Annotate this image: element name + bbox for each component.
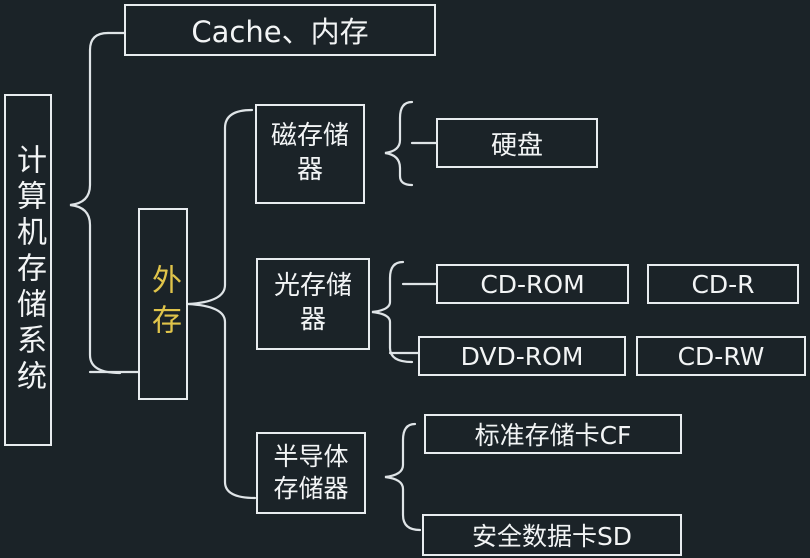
- dvdrom-label: DVD-ROM: [460, 341, 584, 371]
- cf-card-node: 标准存储卡CF: [424, 414, 682, 454]
- optical-brace: [371, 260, 414, 364]
- magnetic-storage-label: 磁存储器: [270, 121, 349, 185]
- cdrw-label: CD-RW: [677, 341, 765, 371]
- optical-storage-label: 光存储器: [273, 271, 352, 335]
- external-storage-label: 外存: [146, 264, 181, 344]
- sd-card-node: 安全数据卡SD: [422, 514, 682, 556]
- semiconductor-storage-label: 半导体存储器: [273, 441, 349, 504]
- dvdrom-node: DVD-ROM: [418, 336, 626, 376]
- cdrom-node: CD-ROM: [436, 264, 629, 304]
- cdr-node: CD-R: [647, 264, 799, 304]
- root-brace: [69, 31, 122, 375]
- magnetic-brace: [384, 100, 414, 187]
- cdrom-label: CD-ROM: [480, 269, 585, 299]
- internal-storage-label: Cache、内存: [191, 15, 369, 49]
- semiconductor-storage-node: 半导体存储器: [256, 432, 366, 514]
- external-storage-node: 外存: [138, 208, 188, 400]
- cdrw-node: CD-RW: [636, 336, 806, 376]
- root-label: 计算机存储系统: [11, 144, 46, 396]
- semi-brace: [384, 422, 422, 532]
- sd-card-label: 安全数据卡SD: [471, 522, 633, 551]
- internal-storage-node: Cache、内存: [124, 4, 436, 56]
- cf-card-label: 标准存储卡CF: [474, 421, 632, 450]
- external-brace: [187, 108, 257, 500]
- cdr-label: CD-R: [691, 269, 755, 299]
- hard-disk-node: 硬盘: [436, 118, 598, 168]
- root-node: 计算机存储系统: [4, 94, 52, 446]
- optical-storage-node: 光存储器: [256, 258, 370, 350]
- hard-disk-label: 硬盘: [490, 130, 543, 161]
- magnetic-storage-node: 磁存储器: [255, 104, 365, 204]
